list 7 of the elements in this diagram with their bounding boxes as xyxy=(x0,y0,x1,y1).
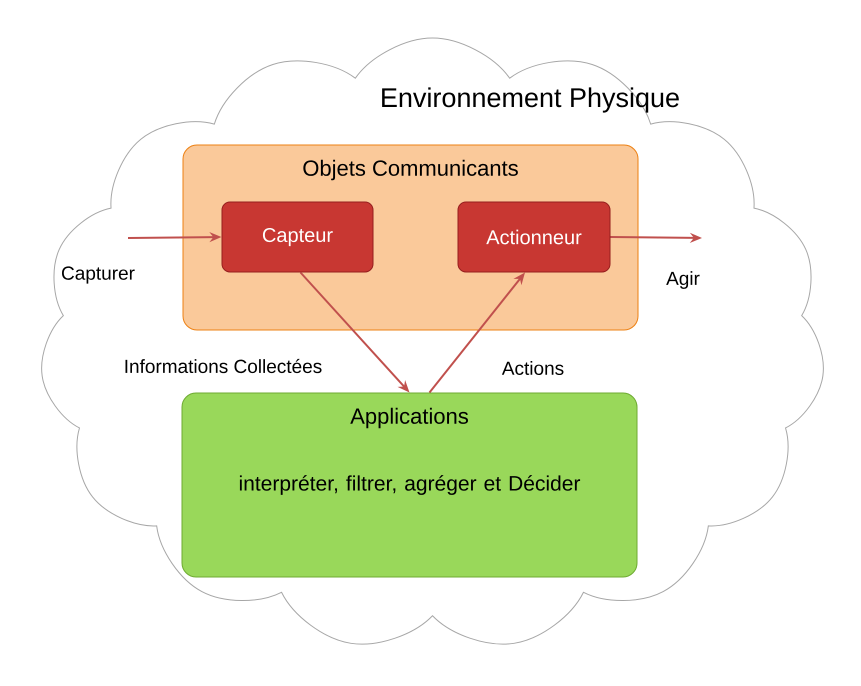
component-box: Actionneur xyxy=(458,202,610,272)
edge-label: Informations Collectées xyxy=(122,358,324,374)
edge-label: Agir xyxy=(665,270,701,290)
edge-label: Actions xyxy=(500,360,566,376)
component-box: Capteur xyxy=(222,202,374,272)
edge-label: Capturer xyxy=(60,265,136,285)
application-box: Applications interpréter, filtrer, agréger et Décider xyxy=(182,392,638,578)
